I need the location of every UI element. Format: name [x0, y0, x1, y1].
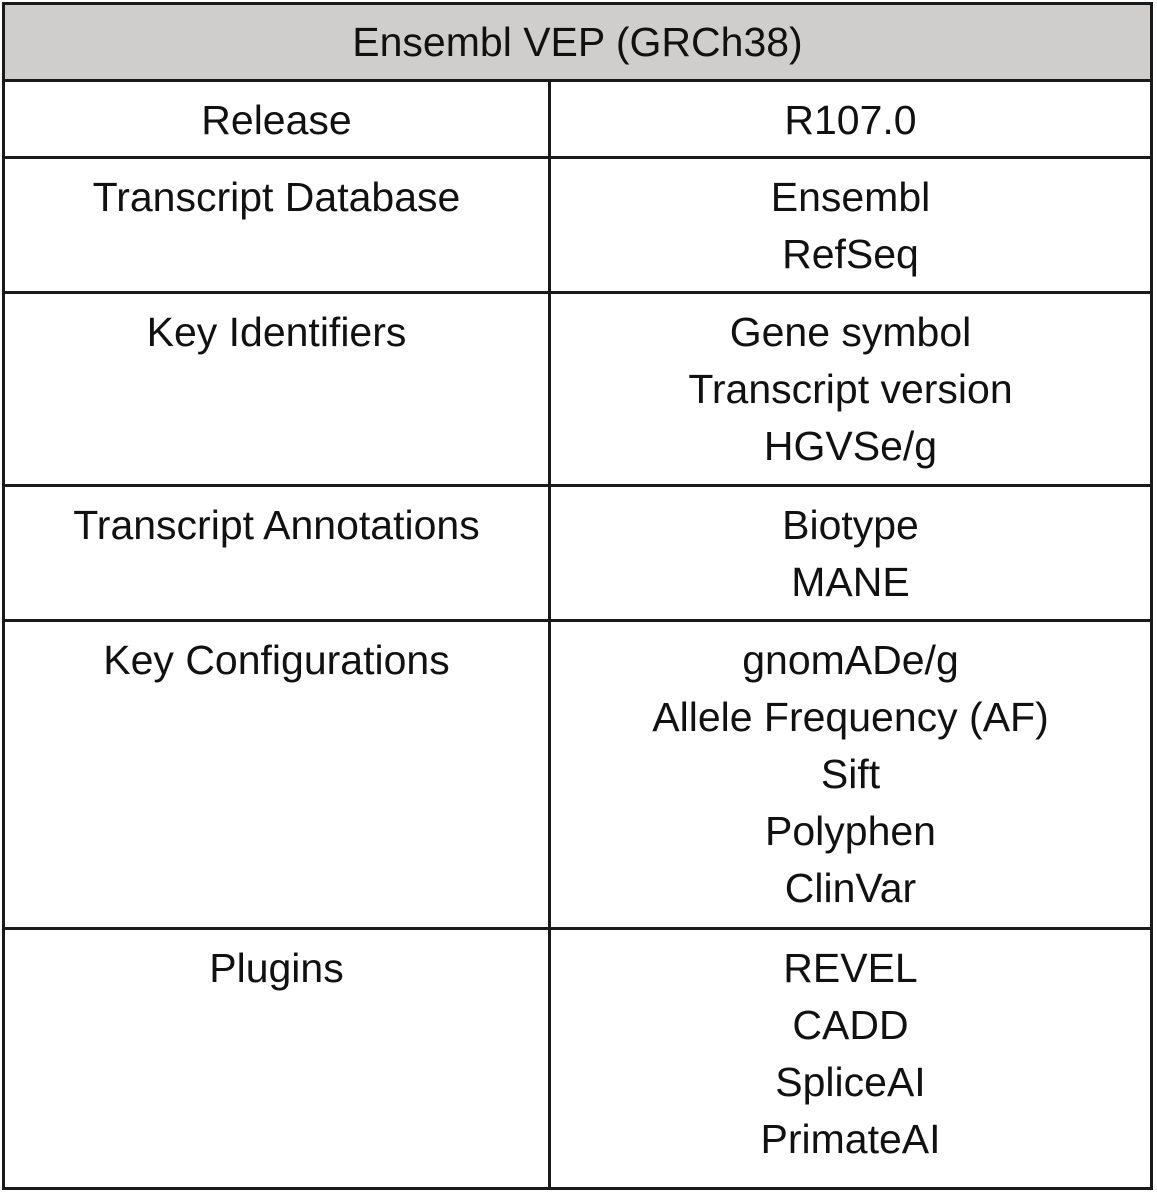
row-label: Release	[5, 82, 551, 156]
table-row-plugins: Plugins REVEL CADD SpliceAI PrimateAI	[5, 930, 1150, 1187]
value-item: SpliceAI	[775, 1059, 926, 1105]
row-values: gnomADe/g Allele Frequency (AF) Sift Pol…	[551, 622, 1150, 927]
table-row-transcript-database: Transcript Database Ensembl RefSeq	[5, 159, 1150, 294]
value-item: Sift	[820, 751, 881, 797]
value-item: gnomADe/g	[742, 637, 959, 683]
value-item: PrimateAI	[760, 1116, 941, 1162]
row-label: Transcript Annotations	[5, 487, 551, 619]
value-item: R107.0	[784, 97, 917, 143]
value-item: MANE	[791, 559, 910, 605]
row-values: Gene symbol Transcript version HGVSe/g	[551, 294, 1150, 484]
value-item: RefSeq	[782, 231, 919, 277]
row-label: Plugins	[5, 930, 551, 1187]
table-row-key-configurations: Key Configurations gnomADe/g Allele Freq…	[5, 622, 1150, 930]
value-item: Polyphen	[765, 808, 936, 854]
value-item: Biotype	[782, 502, 919, 548]
table-row-transcript-annotations: Transcript Annotations Biotype MANE	[5, 487, 1150, 622]
row-values: R107.0	[551, 82, 1150, 156]
value-item: ClinVar	[784, 865, 917, 911]
row-values: Biotype MANE	[551, 487, 1150, 619]
table-row-key-identifiers: Key Identifiers Gene symbol Transcript v…	[5, 294, 1150, 487]
row-values: Ensembl RefSeq	[551, 159, 1150, 291]
value-item: Ensembl	[770, 174, 931, 220]
value-item: Gene symbol	[729, 309, 972, 355]
value-item: REVEL	[783, 945, 918, 991]
row-label: Key Configurations	[5, 622, 551, 927]
value-item: Allele Frequency (AF)	[652, 694, 1049, 740]
row-label: Key Identifiers	[5, 294, 551, 484]
value-item: HGVSe/g	[763, 423, 938, 469]
table-title: Ensembl VEP (GRCh38)	[5, 5, 1150, 82]
row-values: REVEL CADD SpliceAI PrimateAI	[551, 930, 1150, 1187]
table-row-release: Release R107.0	[5, 82, 1150, 159]
row-label: Transcript Database	[5, 159, 551, 291]
value-item: CADD	[792, 1002, 909, 1048]
value-item: Transcript version	[688, 366, 1013, 412]
